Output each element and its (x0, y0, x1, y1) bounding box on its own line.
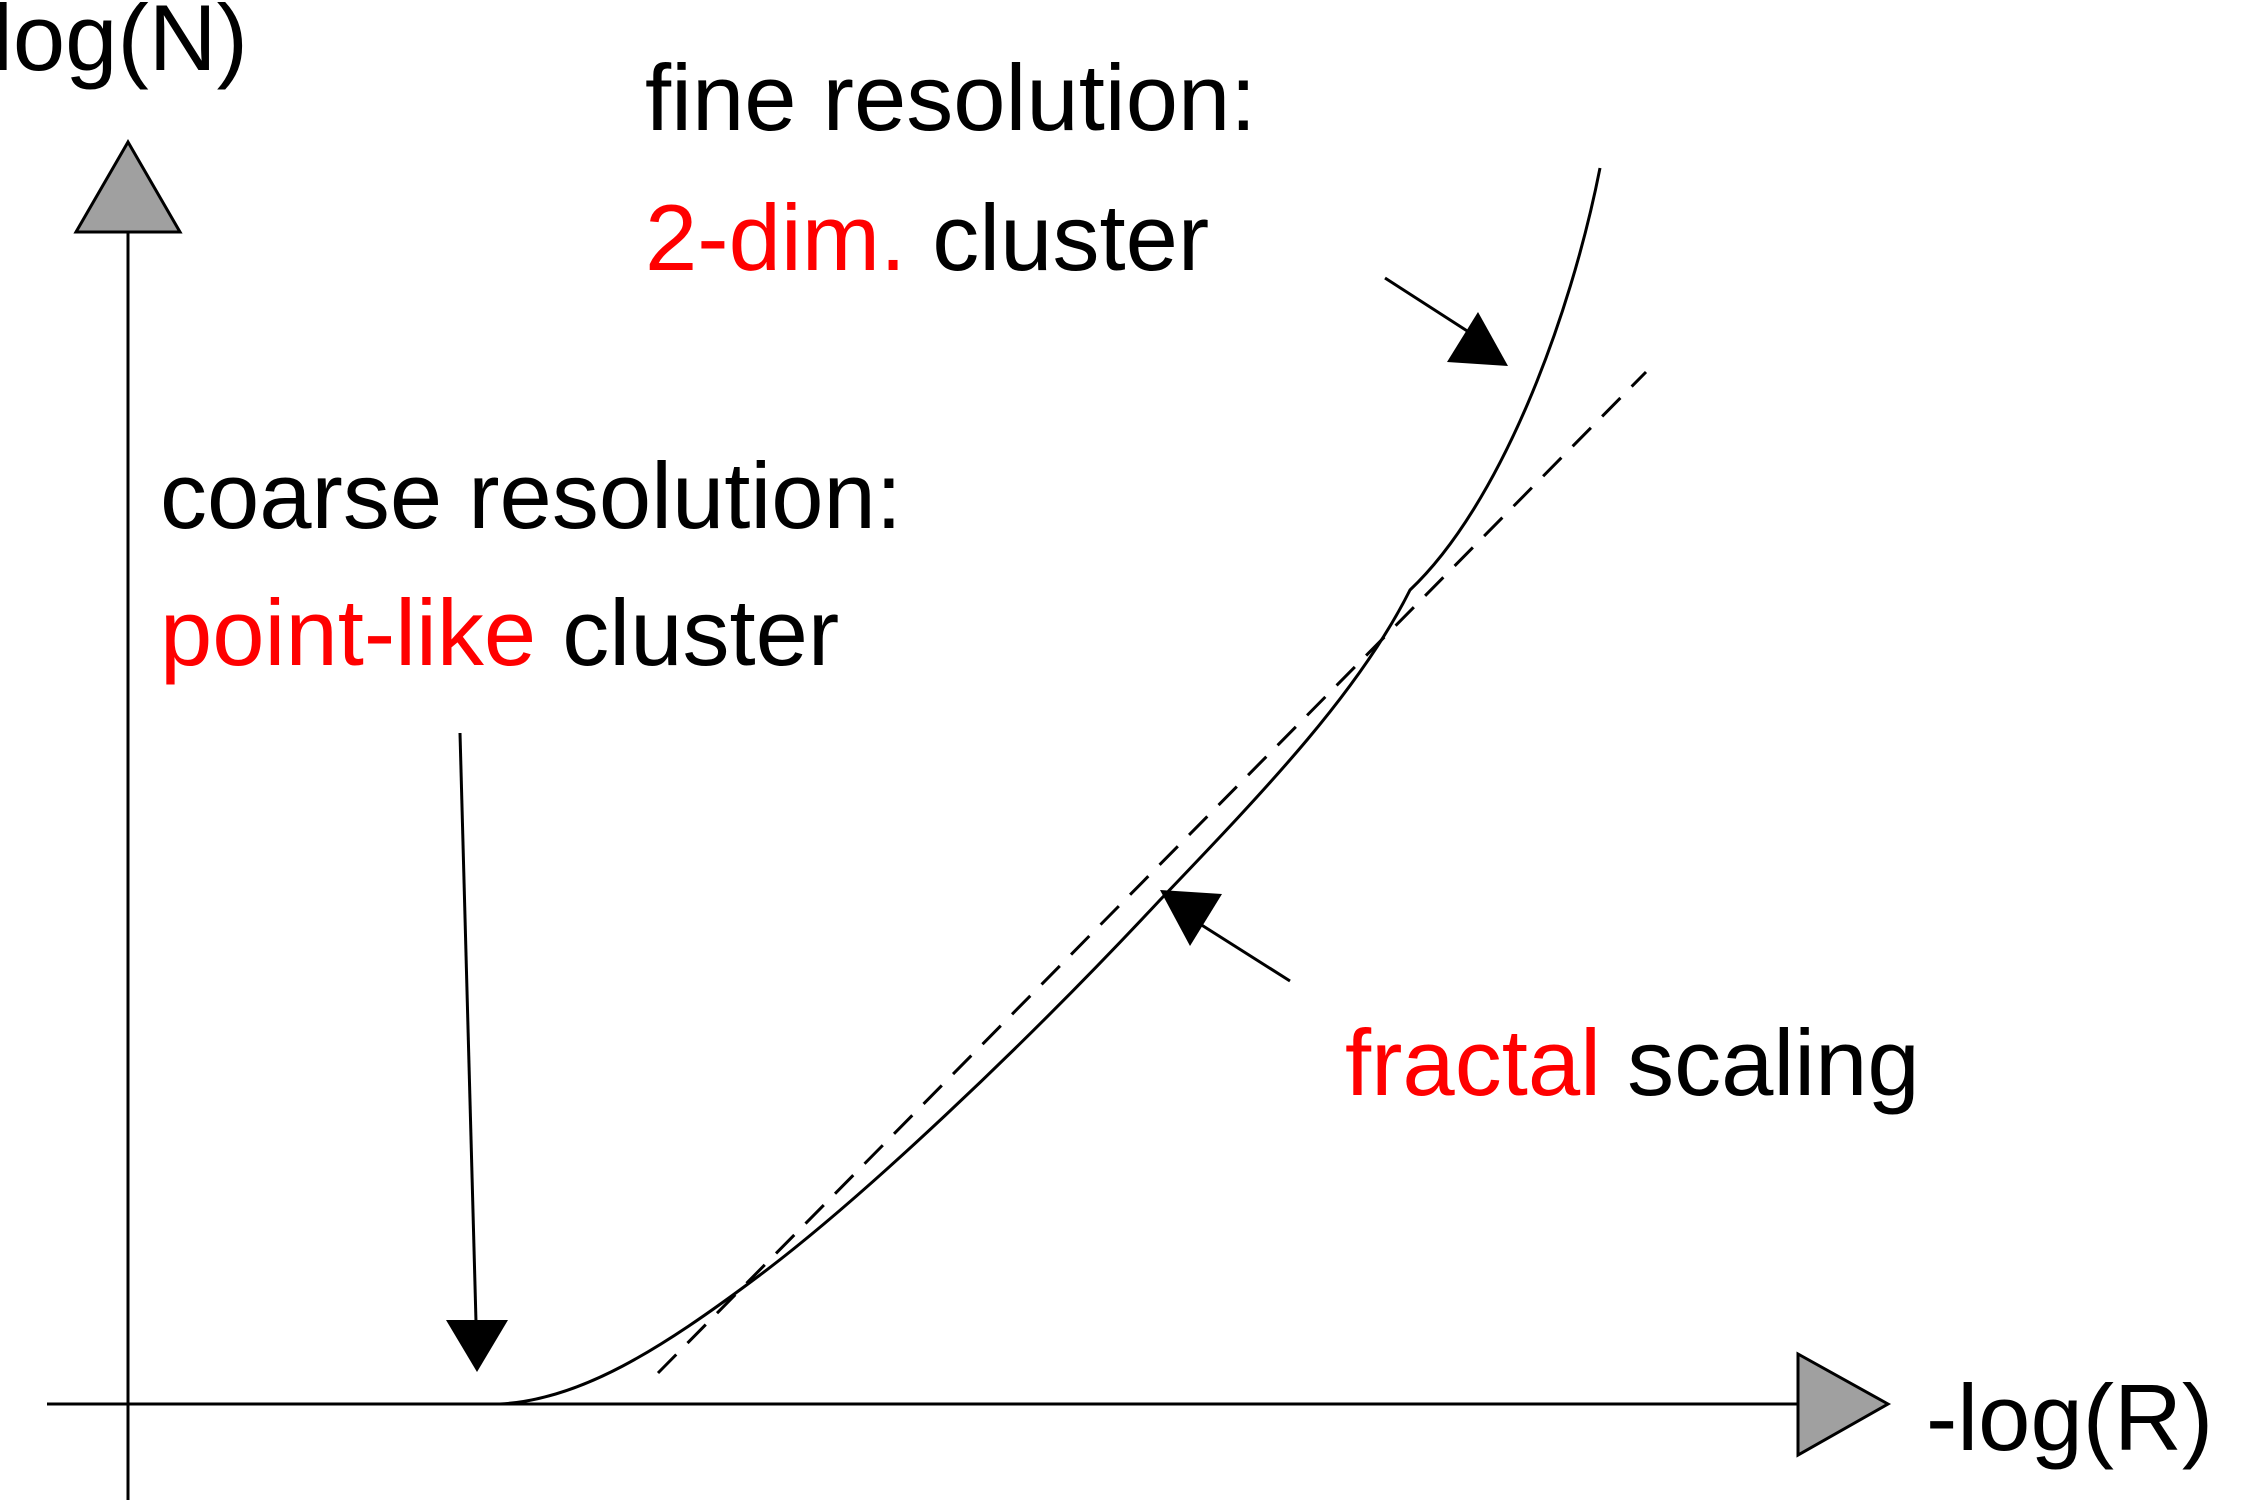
scaling-curve (499, 167, 1602, 1406)
fine-highlight: 2-dim. (645, 185, 906, 290)
fine-rest: cluster (906, 185, 1209, 290)
coarse-arrowhead (446, 1320, 508, 1372)
fractal-rest: scaling (1601, 1010, 1920, 1115)
coarse-resolution-title: coarse resolution: (160, 443, 902, 548)
fractal-highlight: fractal (1345, 1010, 1601, 1115)
coarse-resolution-caption: point-like cluster (160, 580, 839, 685)
fine-resolution-caption: 2-dim. cluster (645, 185, 1209, 290)
fractal-scaling-caption: fractal scaling (1345, 1010, 1920, 1115)
fine-arrow-shaft (1384, 276, 1476, 338)
coarse-rest: cluster (536, 580, 839, 685)
x-axis-arrowhead (1796, 1351, 1892, 1458)
fine-arrowhead (1447, 312, 1508, 366)
fractal-arrowhead (1160, 890, 1222, 946)
coarse-arrow-shaft (458, 732, 478, 1323)
fractal-arrow-shaft (1199, 922, 1291, 983)
y-axis-arrowhead (73, 139, 183, 234)
fine-resolution-title: fine resolution: (645, 45, 1256, 150)
fractal-asymptote-line (656, 370, 1648, 1375)
y-axis-label: log(N) (0, 0, 248, 90)
x-axis-label: -log(R) (1926, 1365, 2213, 1470)
coarse-highlight: point-like (160, 580, 536, 685)
